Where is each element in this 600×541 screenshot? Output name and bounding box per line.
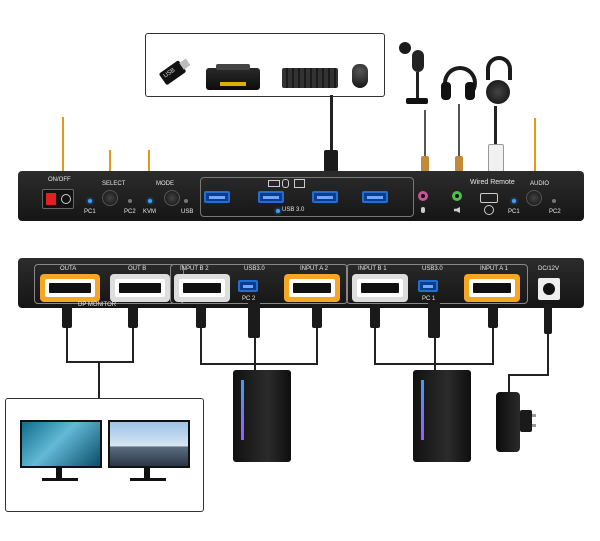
microphone-icon xyxy=(398,38,434,110)
usb30-2-label: USB3.0 xyxy=(244,266,265,272)
dp-port-outb[interactable] xyxy=(110,274,170,302)
pc-tower-icon xyxy=(233,370,291,462)
audio-pc1-led xyxy=(512,199,516,203)
usb-plug xyxy=(324,150,338,172)
mouse-small-icon xyxy=(282,179,289,188)
dp-port-input-a1[interactable] xyxy=(464,274,520,302)
mode-label: MODE xyxy=(156,181,174,187)
kvm-label: KVM xyxy=(143,209,157,215)
usb-port-pc1[interactable] xyxy=(418,280,438,292)
input-b2-label: INPUT B 2 xyxy=(180,266,209,272)
pc2-led xyxy=(128,199,132,203)
keyboard-small-icon xyxy=(268,180,280,187)
pc1-led xyxy=(88,199,92,203)
dp-monitor-label: DP MONITOR xyxy=(78,302,117,308)
usb30-label: USB 3.0 xyxy=(282,207,305,213)
select-label: SELECT xyxy=(102,181,126,187)
front-panel: ON/OFF SELECT PC1 PC2 MODE KVM USB USB 3… xyxy=(18,171,584,221)
monitor-icon xyxy=(108,420,190,490)
power-label: ON/OFF xyxy=(48,177,71,183)
kvm-led xyxy=(148,199,152,203)
back-panel: OUTA OUT B DP MONITOR INPUT B 2 USB3.0 I… xyxy=(18,258,584,308)
pc1-input-label: PC 1 xyxy=(422,296,436,302)
headphone-jack[interactable] xyxy=(452,191,462,201)
pc2-input-label: PC 2 xyxy=(242,296,256,302)
usb-port-3[interactable] xyxy=(312,191,338,203)
select-button[interactable] xyxy=(102,190,118,206)
mode-button[interactable] xyxy=(164,190,180,206)
mic-small-icon xyxy=(421,207,425,213)
mic-jack[interactable] xyxy=(418,191,428,201)
audio-button[interactable] xyxy=(526,190,542,206)
dc-power-port[interactable] xyxy=(538,278,560,300)
usb-hub-frame xyxy=(200,177,414,217)
wired-remote-port[interactable] xyxy=(480,193,498,203)
audio-pc2-led xyxy=(552,199,556,203)
mouse-icon xyxy=(352,64,368,88)
outa-label: OUTA xyxy=(60,266,77,272)
dp-port-input-b1[interactable] xyxy=(352,274,408,302)
remote-small-icon xyxy=(484,205,494,215)
pc1-label: PC1 xyxy=(84,209,96,215)
power-adapter-icon xyxy=(496,392,536,458)
dp-port-input-b2[interactable] xyxy=(174,274,230,302)
input-b1-label: INPUT B 1 xyxy=(358,266,387,272)
audio-label: AUDIO xyxy=(530,181,550,187)
audio-pc1-label: PC1 xyxy=(508,209,520,215)
dp-port-input-a2[interactable] xyxy=(284,274,340,302)
usb-label: USB xyxy=(181,209,194,215)
input-a2-label: INPUT A 2 xyxy=(300,266,328,272)
speaker-small-icon xyxy=(454,207,460,213)
wired-remote-label: Wired Remote xyxy=(470,179,515,186)
pc2-label: PC2 xyxy=(124,209,136,215)
printer-small-icon xyxy=(294,179,305,188)
usb30-1-label: USB3.0 xyxy=(422,266,443,272)
headset-icon xyxy=(484,56,512,106)
input-a1-label: INPUT A 1 xyxy=(480,266,508,272)
headphones-icon xyxy=(441,66,477,104)
usb-port-2[interactable] xyxy=(258,191,284,203)
dc-label: DC/12V xyxy=(538,266,560,272)
dp-port-outa[interactable] xyxy=(40,274,100,302)
printer-icon xyxy=(206,64,260,92)
monitor-icon xyxy=(20,420,102,490)
usb-port-pc2[interactable] xyxy=(238,280,258,292)
usb-port-1[interactable] xyxy=(204,191,230,203)
usb-port-4[interactable] xyxy=(362,191,388,203)
keyboard-icon xyxy=(282,68,338,88)
usb30-led xyxy=(276,209,280,213)
usb-led xyxy=(184,199,188,203)
outb-label: OUT B xyxy=(128,266,147,272)
power-switch[interactable] xyxy=(42,189,74,209)
pc-tower-icon xyxy=(413,370,471,462)
audio-pc2-label: PC2 xyxy=(549,209,561,215)
